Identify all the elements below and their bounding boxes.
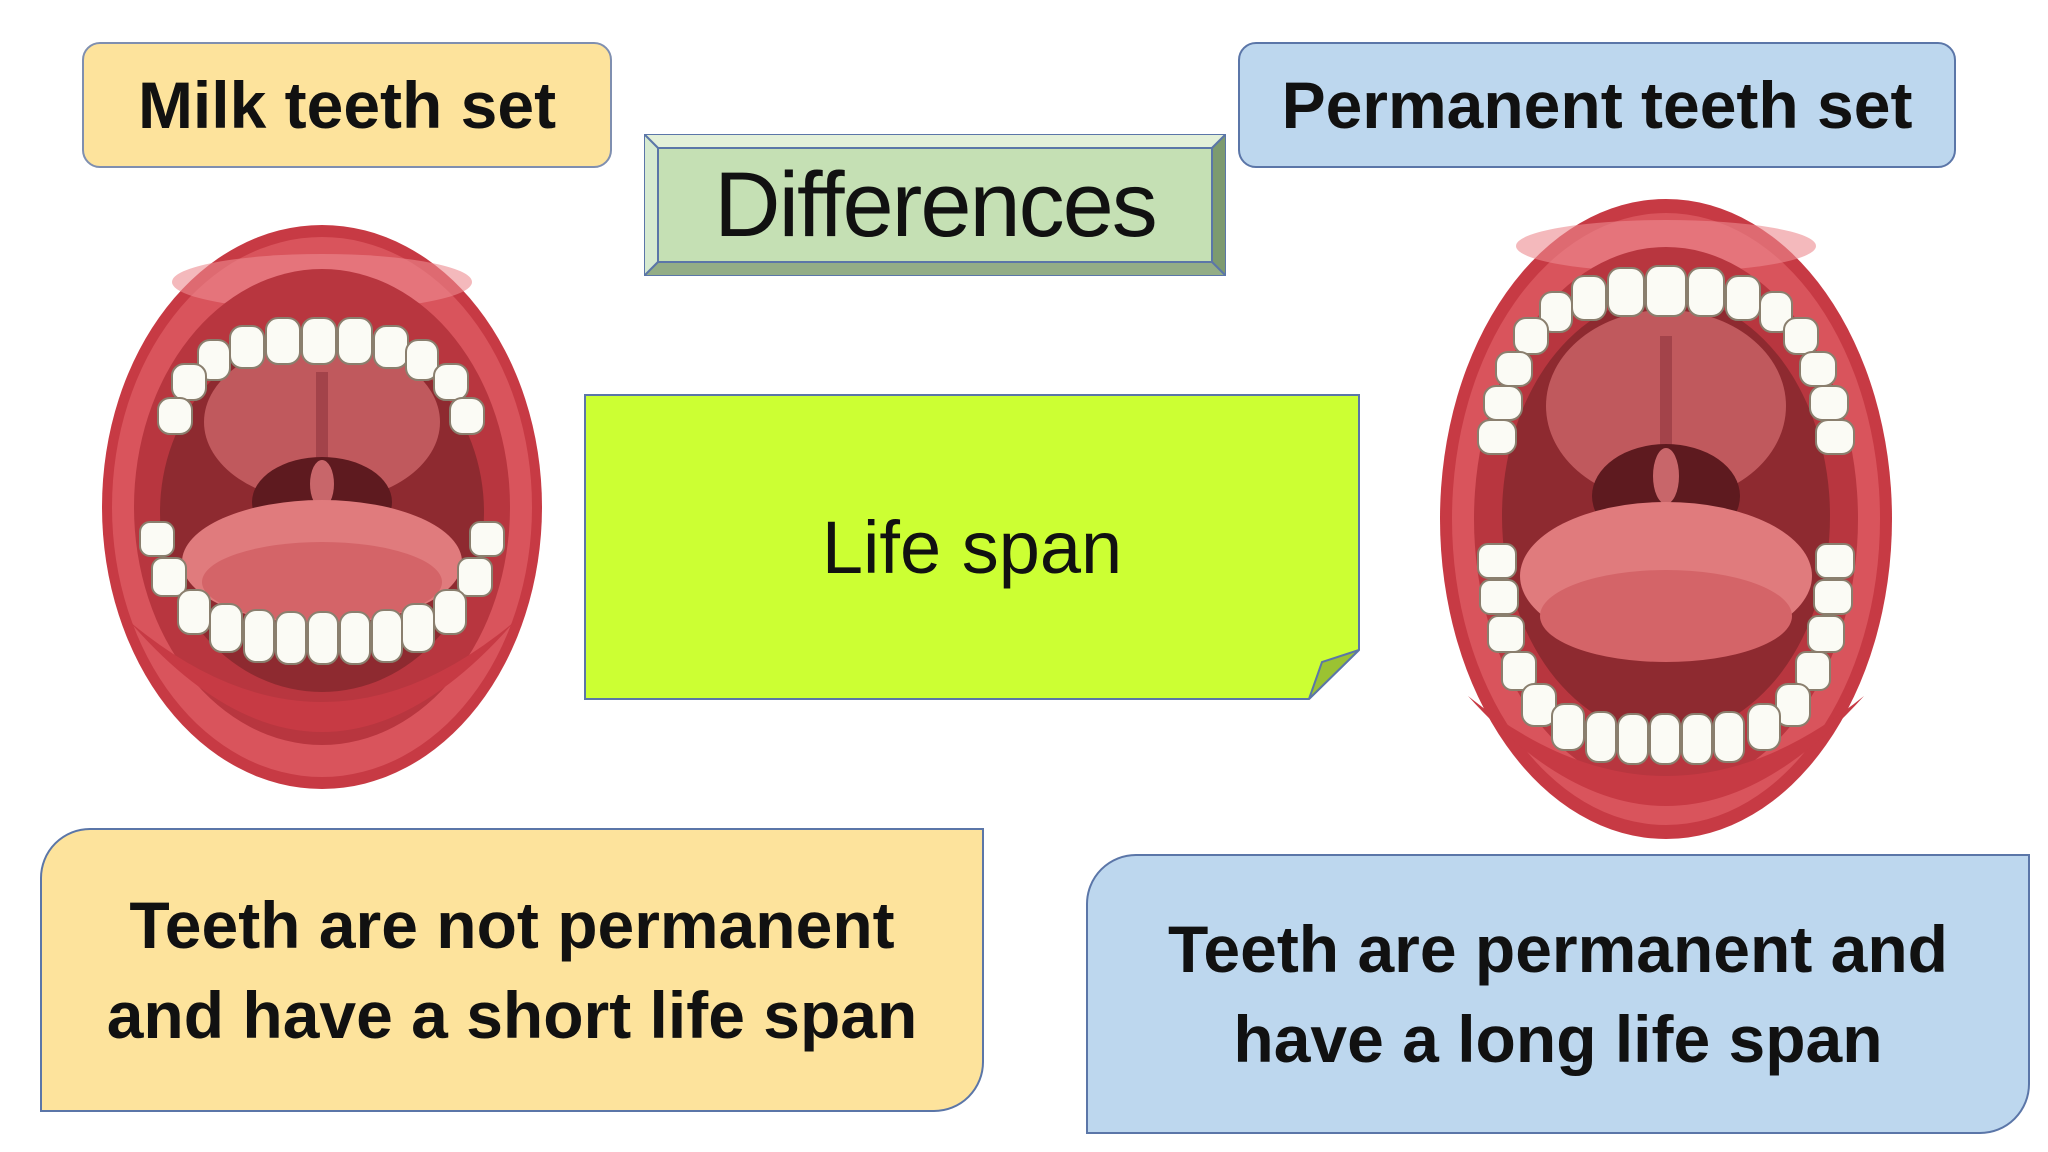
milk-teeth-label: Milk teeth set	[82, 42, 612, 168]
topic-note: Life span	[584, 394, 1360, 700]
topic-text: Life span	[821, 505, 1123, 589]
slide-title: Differences	[714, 153, 1158, 256]
permanent-teeth-description: Teeth are permanent and have a long life…	[1086, 854, 2030, 1134]
permanent-teeth-description-text: Teeth are permanent and have a long life…	[1168, 912, 1948, 1076]
permanent-teeth-label: Permanent teeth set	[1238, 42, 1956, 168]
milk-teeth-label-text: Milk teeth set	[137, 68, 557, 142]
note-shape	[584, 394, 1360, 700]
milk-teeth-description-text: Teeth are not permanent and have a short…	[106, 888, 918, 1052]
bevel-frame	[641, 131, 1229, 279]
milk-teeth-description: Teeth are not permanent and have a short…	[40, 828, 984, 1112]
milk-teeth-mouth-illustration	[100, 222, 544, 792]
permanent-teeth-mouth-illustration	[1438, 196, 1894, 842]
title-bevel-box: Differences	[641, 131, 1229, 279]
permanent-teeth-label-text: Permanent teeth set	[1281, 68, 1913, 142]
